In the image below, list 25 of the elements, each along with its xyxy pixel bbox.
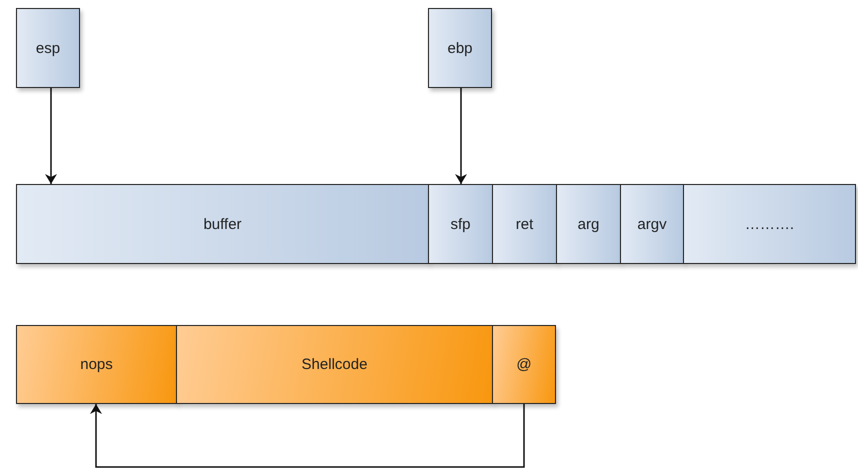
- cell-label: ……….: [744, 216, 794, 232]
- arrow: [455, 88, 467, 184]
- stack-cell: [683, 184, 856, 264]
- payload-cell: [492, 325, 556, 404]
- stack-cell: [16, 184, 429, 264]
- cell-label: esp: [36, 40, 60, 56]
- arrow: [45, 88, 57, 184]
- stack-cell: [556, 184, 621, 264]
- cell-label: nops: [80, 356, 113, 373]
- arrow: [90, 404, 525, 468]
- cell-label: arg: [578, 216, 600, 232]
- cell-label: argv: [637, 216, 667, 232]
- stack-cell: [620, 184, 684, 264]
- cell-label: @: [516, 356, 532, 373]
- pointer-box: [16, 8, 80, 88]
- cell-label: sfp: [450, 216, 470, 232]
- payload-cell: [16, 325, 177, 404]
- stack-cell: [492, 184, 557, 264]
- stack-cell: [428, 184, 493, 264]
- payload-cell: [176, 325, 493, 404]
- cell-label: ret: [516, 216, 534, 232]
- cell-label: buffer: [203, 216, 242, 232]
- cell-label: Shellcode: [302, 356, 368, 373]
- cell-label: ebp: [447, 40, 473, 56]
- pointer-box: [428, 8, 492, 88]
